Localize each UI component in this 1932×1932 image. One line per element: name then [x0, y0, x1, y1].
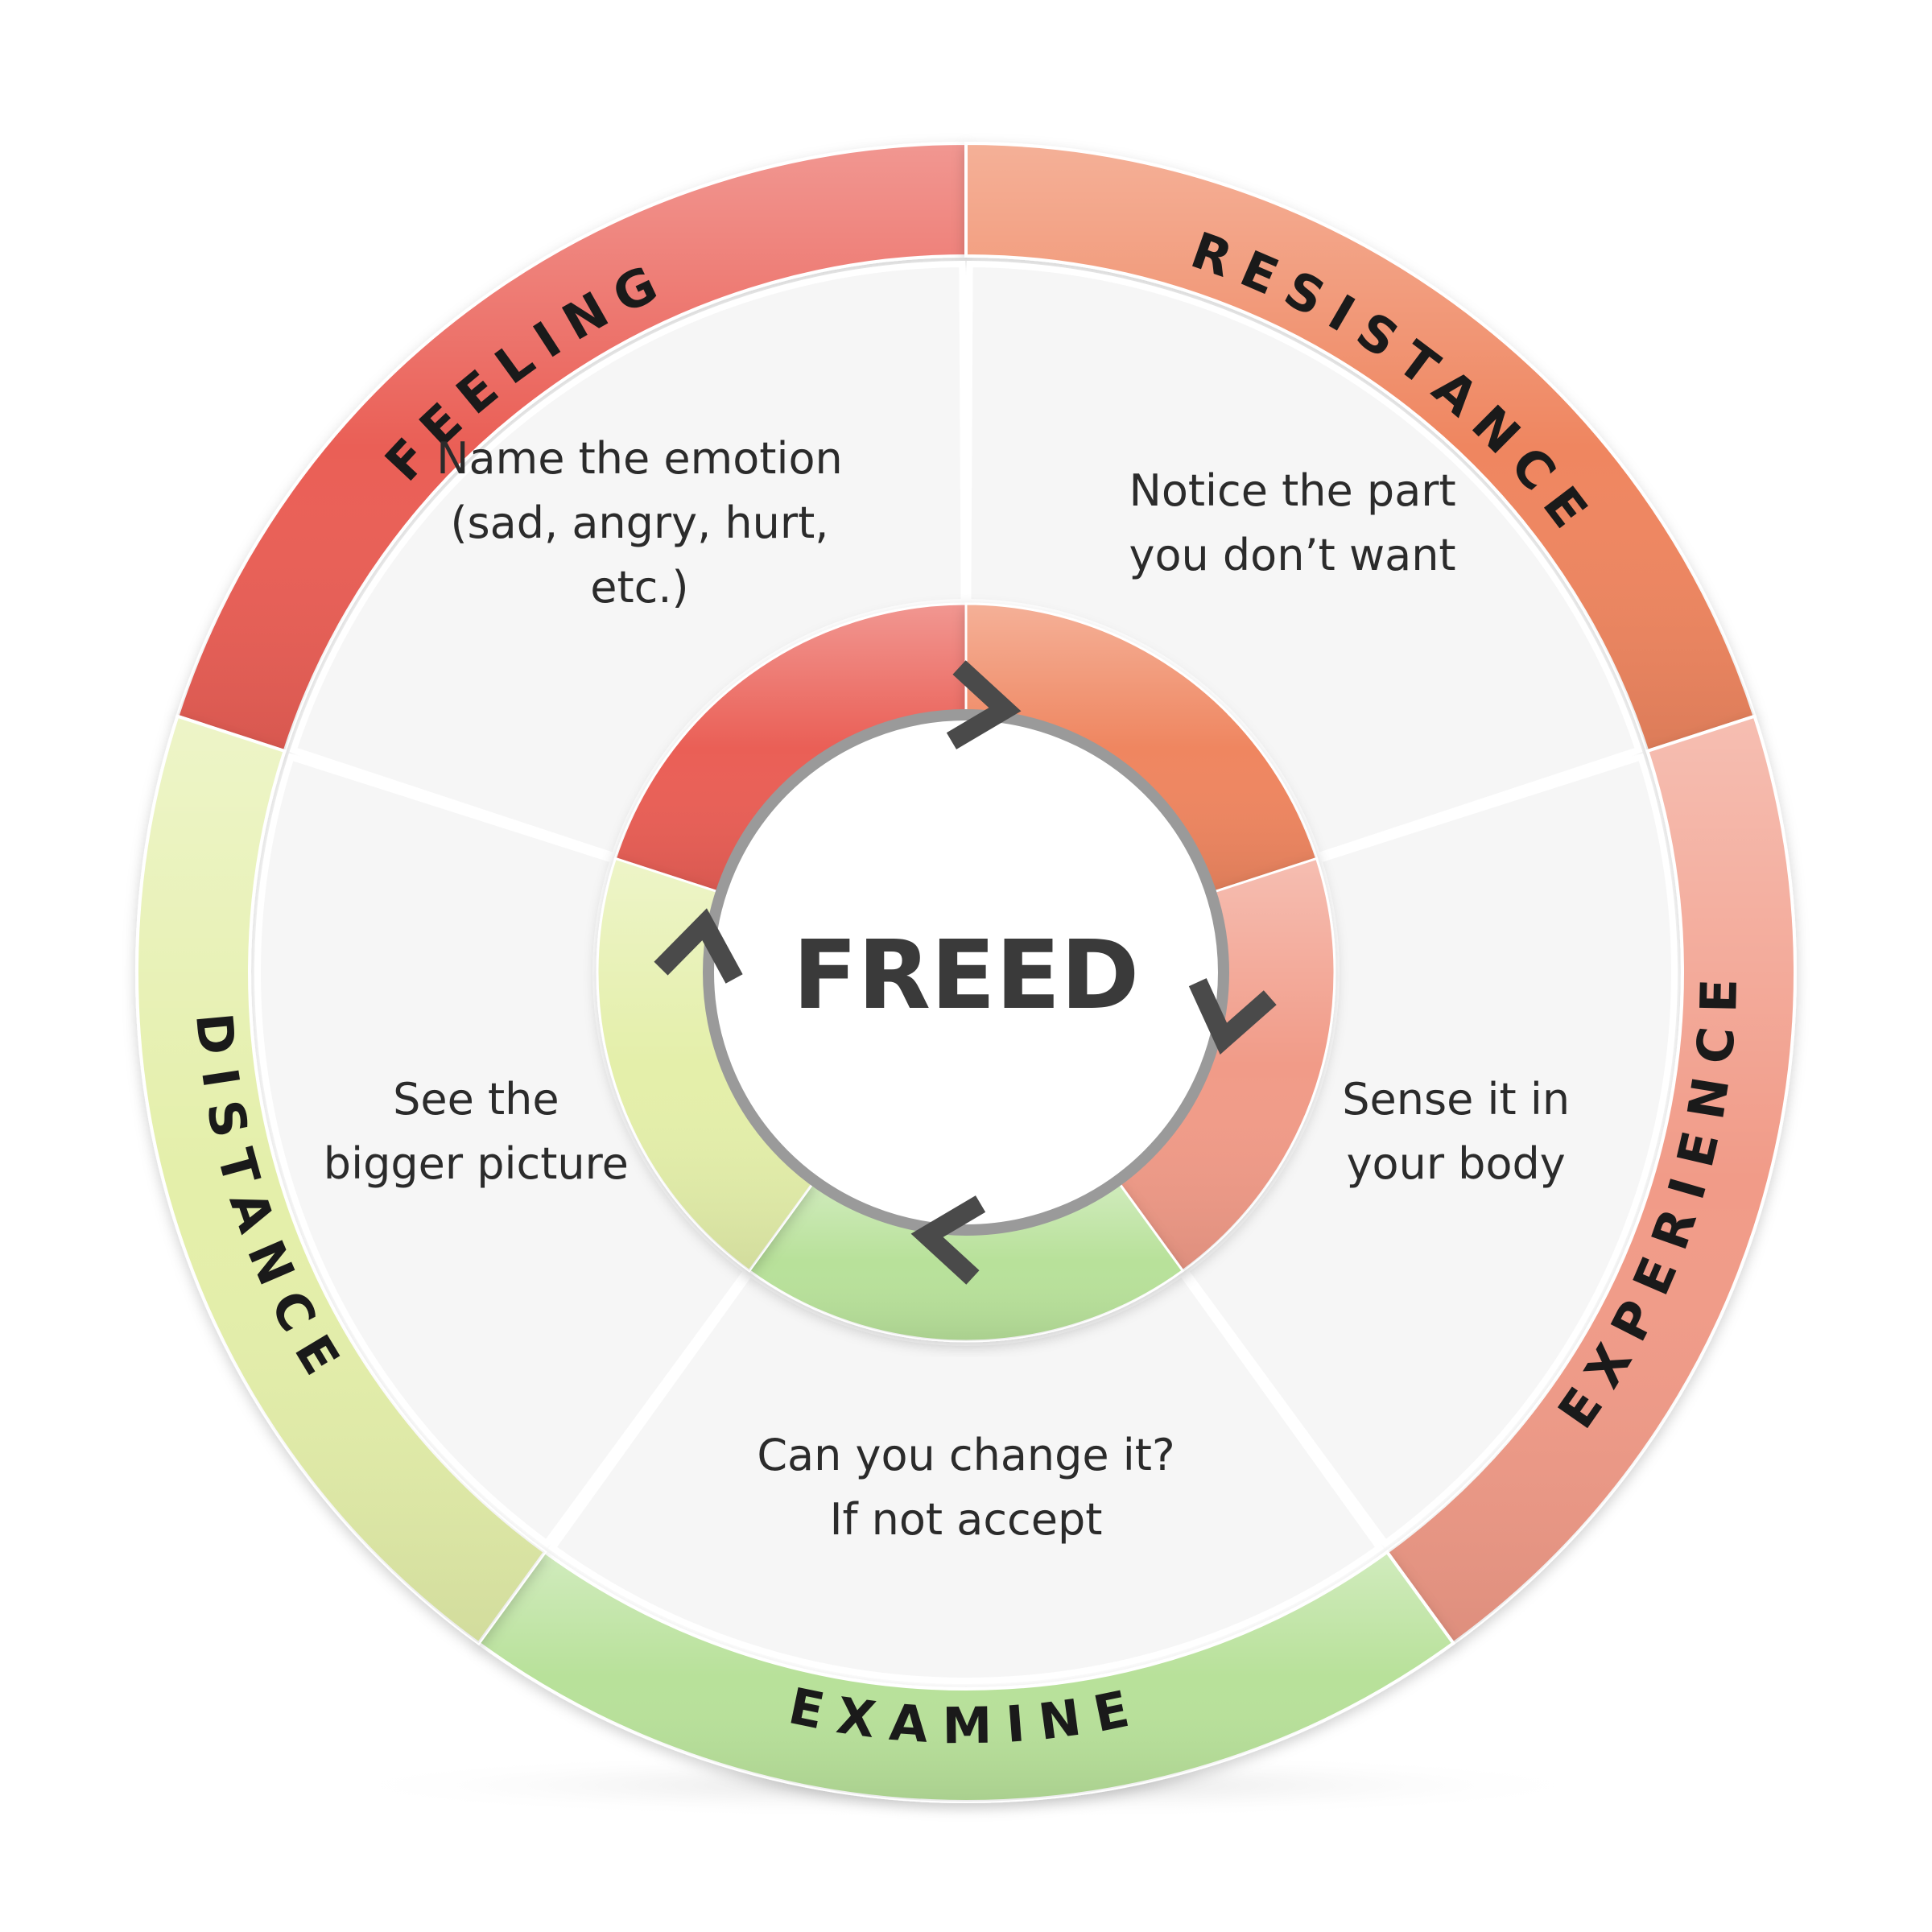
segment-description-experience: Sense it in your body: [1342, 1074, 1570, 1189]
description-line: Sense it in: [1342, 1074, 1570, 1125]
inner-band-shine-feeling: [615, 604, 966, 894]
inner-band-shine-experience: [1117, 858, 1335, 1271]
panel-feeling: [289, 260, 968, 861]
description-line: If not accept: [830, 1494, 1103, 1545]
chevron-stroke: [654, 908, 743, 984]
inner-band-shine-resistance: [966, 604, 1317, 894]
chevron-arrow-icon: [1188, 978, 1277, 1055]
panel-distance: [254, 753, 752, 1548]
center-circle: [703, 709, 1229, 1236]
chevron-arrow-icon: [910, 1195, 986, 1285]
segment-description-examine: Can you change it? If not accept: [757, 1430, 1174, 1545]
outer-band-shine-feeling: [177, 143, 966, 751]
description-line: Name the emotion: [436, 433, 843, 484]
outer-band-shine-distance: [136, 716, 545, 1644]
segment-description-distance: See the bigger picture: [324, 1074, 629, 1189]
segment-description-feeling: Name the emotion (sad, angry, hurt, etc.): [436, 433, 843, 613]
center-title: FREED: [793, 919, 1140, 1030]
descriptions: Name the emotion(sad, angry, hurt,etc.)N…: [324, 433, 1570, 1545]
inner-band-shine-distance: [597, 858, 815, 1271]
outer-band-shine-examine: [478, 1552, 1454, 1802]
inner-ring: [596, 602, 1336, 1343]
description-line: (sad, angry, hurt,: [450, 497, 828, 548]
description-line: bigger picture: [324, 1138, 629, 1189]
description-line: etc.): [590, 562, 688, 613]
chevron-arrow-icon: [946, 660, 1022, 749]
description-line: Can you change it?: [757, 1430, 1174, 1480]
panel-examine: [547, 1268, 1385, 1684]
chevron-arrow-icon: [654, 908, 743, 984]
outer-band-shine-experience: [1387, 716, 1795, 1644]
description-panels: [254, 260, 1678, 1684]
cycle-arrows: [654, 660, 1277, 1285]
chevron-stroke: [946, 660, 1022, 749]
outer-band-shine-resistance: [966, 143, 1755, 751]
panel-resistance: [964, 260, 1643, 861]
segment-description-resistance: Notice the part you don’t want: [1129, 465, 1455, 580]
outer-ring: [135, 141, 1797, 1803]
description-line: See the: [393, 1074, 559, 1125]
chevron-stroke: [1188, 978, 1277, 1055]
panel-experience: [1180, 753, 1678, 1548]
description-line: you don’t want: [1129, 530, 1456, 580]
description-line: your body: [1347, 1138, 1566, 1189]
chevron-stroke: [910, 1195, 986, 1285]
description-line: Notice the part: [1129, 465, 1455, 516]
